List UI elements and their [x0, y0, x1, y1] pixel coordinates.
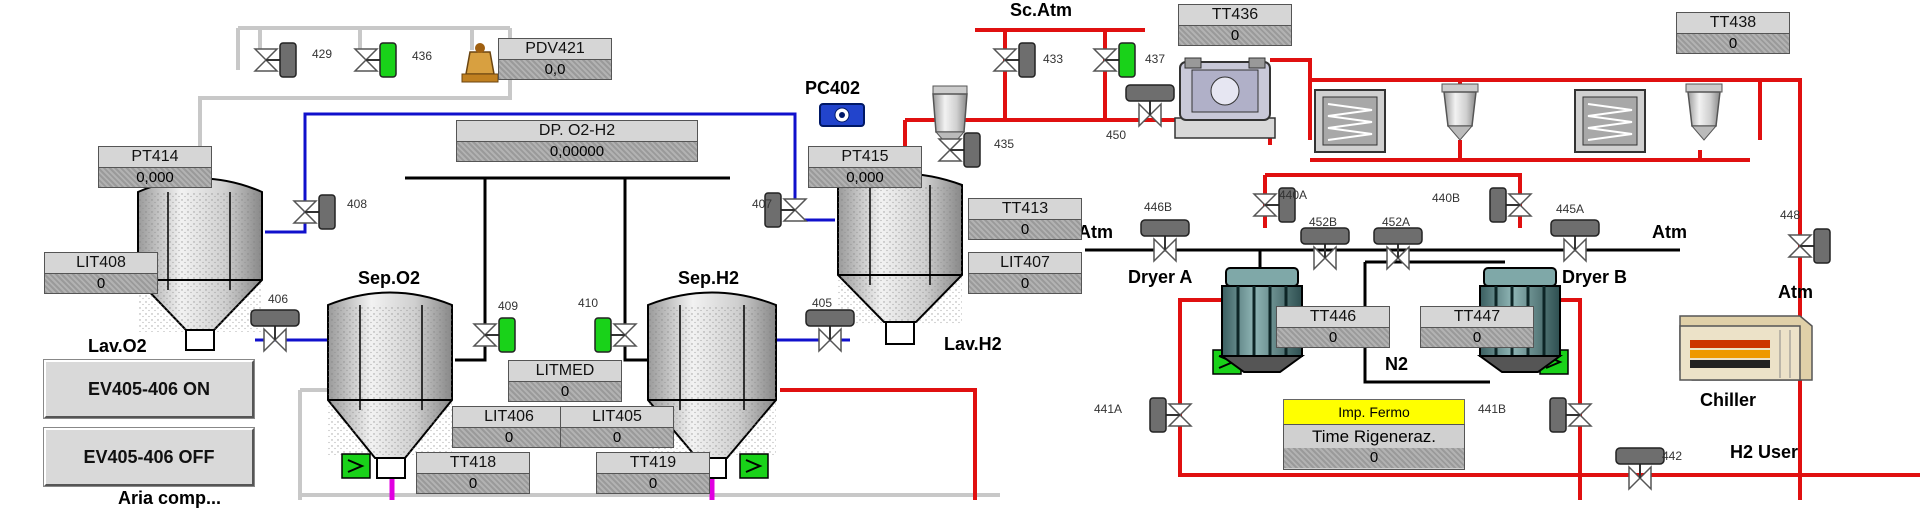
display-lit405: LIT405 0: [560, 406, 674, 448]
valve-410[interactable]: [594, 317, 638, 353]
display-tt446: TT446 0: [1276, 306, 1390, 348]
valve-437[interactable]: [1092, 42, 1136, 78]
valve-442[interactable]: [1615, 447, 1665, 491]
valve-tag-433: 433: [1043, 52, 1064, 66]
label-n2: N2: [1385, 354, 1409, 374]
tank-sep-h2: [647, 291, 777, 479]
valve-440a[interactable]: [1252, 187, 1296, 223]
label-lav-o2: Lav.O2: [88, 336, 147, 356]
valve-tag-440a: 440A: [1279, 188, 1308, 202]
valve-tag-429: 429: [312, 47, 333, 61]
chiller-unit: [1679, 315, 1813, 381]
display-lit406: LIT406 0: [452, 406, 566, 448]
label-chiller: Chiller: [1700, 390, 1757, 410]
heater-icon-sep-h2: [739, 453, 769, 479]
label-h2-user: H2 User: [1730, 442, 1799, 462]
heater-icon-sep-o2: [341, 453, 371, 479]
display-tt418: TT418 0: [416, 452, 530, 494]
valve-tag-435: 435: [994, 137, 1015, 151]
valve-429[interactable]: [253, 42, 297, 78]
display-lit407: LIT407 0: [968, 252, 1082, 294]
valve-452b[interactable]: [1300, 227, 1350, 271]
valve-446b[interactable]: [1140, 219, 1190, 263]
label-pc402: PC402: [805, 78, 861, 98]
electrolyzer-stack: [1174, 57, 1276, 139]
valve-445a[interactable]: [1550, 219, 1600, 263]
valve-448[interactable]: [1787, 228, 1831, 264]
label-atm-far: Atm: [1778, 282, 1813, 302]
valve-440b[interactable]: [1489, 187, 1533, 223]
valve-408[interactable]: [292, 194, 336, 230]
magenta-pipes: [389, 475, 715, 500]
tank-lav-o2: [137, 177, 263, 351]
valve-tag-405: 405: [812, 296, 833, 310]
display-time-rigeneraz: Time Rigeneraz. 0: [1283, 424, 1465, 470]
filter-b-body: [1685, 83, 1723, 141]
valve-tag-437: 437: [1145, 52, 1166, 66]
display-tt447: TT447 0: [1420, 306, 1534, 348]
valve-407[interactable]: [764, 192, 808, 228]
valve-450[interactable]: [1125, 84, 1175, 128]
ev405-406-off-button[interactable]: EV405-406 OFF: [44, 428, 254, 486]
valve-tag-436: 436: [412, 49, 433, 63]
display-pt414: PT414 0,000: [98, 146, 212, 188]
label-sep-h2: Sep.H2: [678, 268, 740, 288]
valve-433[interactable]: [992, 42, 1036, 78]
valve-436[interactable]: [353, 42, 397, 78]
valve-405[interactable]: [805, 309, 855, 353]
display-pdv421: PDV421 0,0: [498, 38, 612, 80]
heat-exchanger-1: [1314, 89, 1386, 153]
valve-452a[interactable]: [1373, 227, 1423, 271]
tank-lav-h2: [837, 172, 963, 345]
display-pt415: PT415 0,000: [808, 146, 922, 188]
valve-tag-409: 409: [498, 299, 519, 313]
label-lav-h2: Lav.H2: [944, 334, 1002, 354]
pressure-regulator-pdv421: [461, 43, 499, 83]
valve-tag-406: 406: [268, 292, 289, 306]
valve-tag-441b: 441B: [1478, 402, 1507, 416]
imp-fermo-indicator: Imp. Fermo: [1283, 399, 1465, 425]
valve-435[interactable]: [937, 132, 981, 168]
display-tt438: TT438 0: [1676, 12, 1790, 54]
label-atm-left: Atm: [1078, 222, 1113, 242]
label-sc-atm: Sc.Atm: [1010, 0, 1073, 20]
valve-441a[interactable]: [1149, 397, 1193, 433]
display-dp-o2-h2: DP. O2-H2 0,00000: [456, 120, 698, 162]
valve-tag-407: 407: [752, 197, 773, 211]
valve-tag-445a: 445A: [1556, 202, 1585, 216]
display-lit408: LIT408 0: [44, 252, 158, 294]
label-dryer-a: Dryer A: [1128, 267, 1193, 287]
valve-441b[interactable]: [1549, 397, 1593, 433]
label-atm-right: Atm: [1652, 222, 1687, 242]
display-tt413: TT413 0: [968, 198, 1082, 240]
valve-409[interactable]: [472, 317, 516, 353]
display-tt419: TT419 0: [596, 452, 710, 494]
tank-sep-o2: [327, 291, 453, 479]
valve-tag-410: 410: [578, 296, 599, 310]
valve-tag-408: 408: [347, 197, 368, 211]
ev405-406-on-button[interactable]: EV405-406 ON: [44, 360, 254, 418]
valve-tag-442: 442: [1662, 449, 1683, 463]
label-air-partial: Aria comp...: [118, 488, 222, 508]
label-dryer-b: Dryer B: [1562, 267, 1628, 287]
filter-a-body: [1441, 83, 1479, 141]
valve-tag-446b: 446B: [1144, 200, 1173, 214]
display-tt436: TT436 0: [1178, 4, 1292, 46]
valve-406[interactable]: [250, 309, 300, 353]
display-litmed: LITMED 0: [508, 360, 622, 402]
heat-exchanger-2: [1574, 89, 1646, 153]
label-sep-o2: Sep.O2: [358, 268, 421, 288]
valve-tag-452a: 452A: [1382, 215, 1411, 229]
pc402-controller-icon[interactable]: [819, 103, 865, 127]
valve-tag-448: 448: [1780, 208, 1801, 222]
valve-tag-440b: 440B: [1432, 191, 1461, 205]
valve-tag-450: 450: [1106, 128, 1127, 142]
valve-tag-441a: 441A: [1094, 402, 1123, 416]
valve-tag-452b: 452B: [1309, 215, 1338, 229]
